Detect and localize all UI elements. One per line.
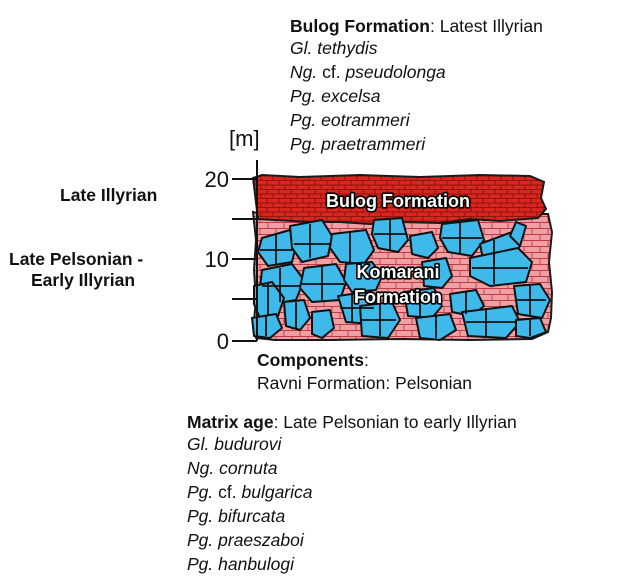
clast — [329, 229, 375, 265]
components-line: Ravni Formation: Pelsonian — [257, 373, 472, 393]
clast — [343, 261, 383, 293]
tick-label-0: 0 — [217, 329, 229, 354]
clast — [283, 299, 311, 331]
axis-unit-label: [m] — [229, 126, 260, 151]
taxon-text: Gl. budurovi — [187, 434, 282, 454]
clast — [403, 287, 443, 319]
clast — [289, 219, 333, 263]
clast — [253, 281, 285, 319]
clast — [421, 257, 453, 289]
clast — [251, 313, 283, 339]
tick-label-10: 10 — [205, 247, 229, 272]
age-label-late-illyrian: Late Illyrian — [60, 185, 158, 205]
matrix-taxon: Pg. praeszaboi — [187, 530, 304, 551]
matrix-taxon: Pg. hanbulogi — [187, 554, 294, 575]
bulog-age-text: : Latest Illyrian — [429, 16, 543, 36]
matrix-taxon: Ng. cornuta — [187, 458, 277, 479]
taxon-text: Pg. praetrammeri — [290, 134, 426, 154]
taxon-text: Pg. hanbulogi — [187, 554, 295, 574]
clast — [513, 283, 551, 319]
bulog-taxon: Pg. praetrammeri — [290, 134, 425, 155]
taxon-text: Pg. bifurcata — [187, 506, 286, 526]
komarani-label-line1: Komarani — [356, 262, 439, 282]
matrix-taxon: Gl. budurovi — [187, 434, 281, 455]
taxon-text: Pg. — [187, 482, 214, 502]
taxon-text: Ng. cornuta — [187, 458, 278, 478]
clast — [409, 231, 439, 259]
bulog-taxon: Gl. tethydis — [290, 38, 378, 59]
bulog-formation-label: Bulog Formation — [326, 191, 470, 211]
taxon-text: Pg. praeszaboi — [187, 530, 304, 550]
taxon-text: pseudolonga — [345, 62, 446, 82]
thickness-axis — [232, 160, 258, 342]
taxon-text: bulgarica — [241, 482, 313, 502]
tick-label-20: 20 — [205, 167, 229, 192]
matrix-taxon: Pg. bifurcata — [187, 506, 285, 527]
taxon-text: Pg. excelsa — [290, 86, 381, 106]
age-label-late-pelsonian: Late Pelsonian - — [9, 249, 144, 269]
clast — [509, 221, 527, 247]
matrix-age-text: : Late Pelsonian to early Illyrian — [273, 412, 517, 432]
bulog-age-title: Bulog Formation — [290, 16, 430, 36]
clast-fractures — [260, 220, 546, 338]
components-colon: : — [363, 350, 369, 370]
components-heading: Components: — [257, 350, 369, 371]
bulog-taxon: Ng. cf. pseudolonga — [290, 62, 446, 83]
clast — [515, 317, 547, 339]
bulog-age-heading: Bulog Formation: Latest Illyrian — [290, 16, 543, 37]
age-label-early-illyrian: Early Illyrian — [31, 270, 136, 290]
taxon-text: cf. — [213, 482, 242, 502]
taxon-text: Pg. eotrammeri — [290, 110, 410, 130]
taxon-text: Gl. tethydis — [290, 38, 378, 58]
matrix-taxon: Pg. cf. bulgarica — [187, 482, 313, 503]
components-title: Components — [257, 350, 364, 370]
matrix-age-title: Matrix age — [187, 412, 274, 432]
taxon-text: cf. — [317, 62, 346, 82]
clast — [311, 309, 335, 339]
taxon-text: Ng. — [290, 62, 318, 82]
komarani-label-line2: Formation — [354, 287, 442, 307]
bulog-taxon: Pg. excelsa — [290, 86, 380, 107]
clast — [469, 247, 533, 287]
matrix-age-heading: Matrix age: Late Pelsonian to early Illy… — [187, 412, 517, 433]
bulog-taxon: Pg. eotrammeri — [290, 110, 410, 131]
